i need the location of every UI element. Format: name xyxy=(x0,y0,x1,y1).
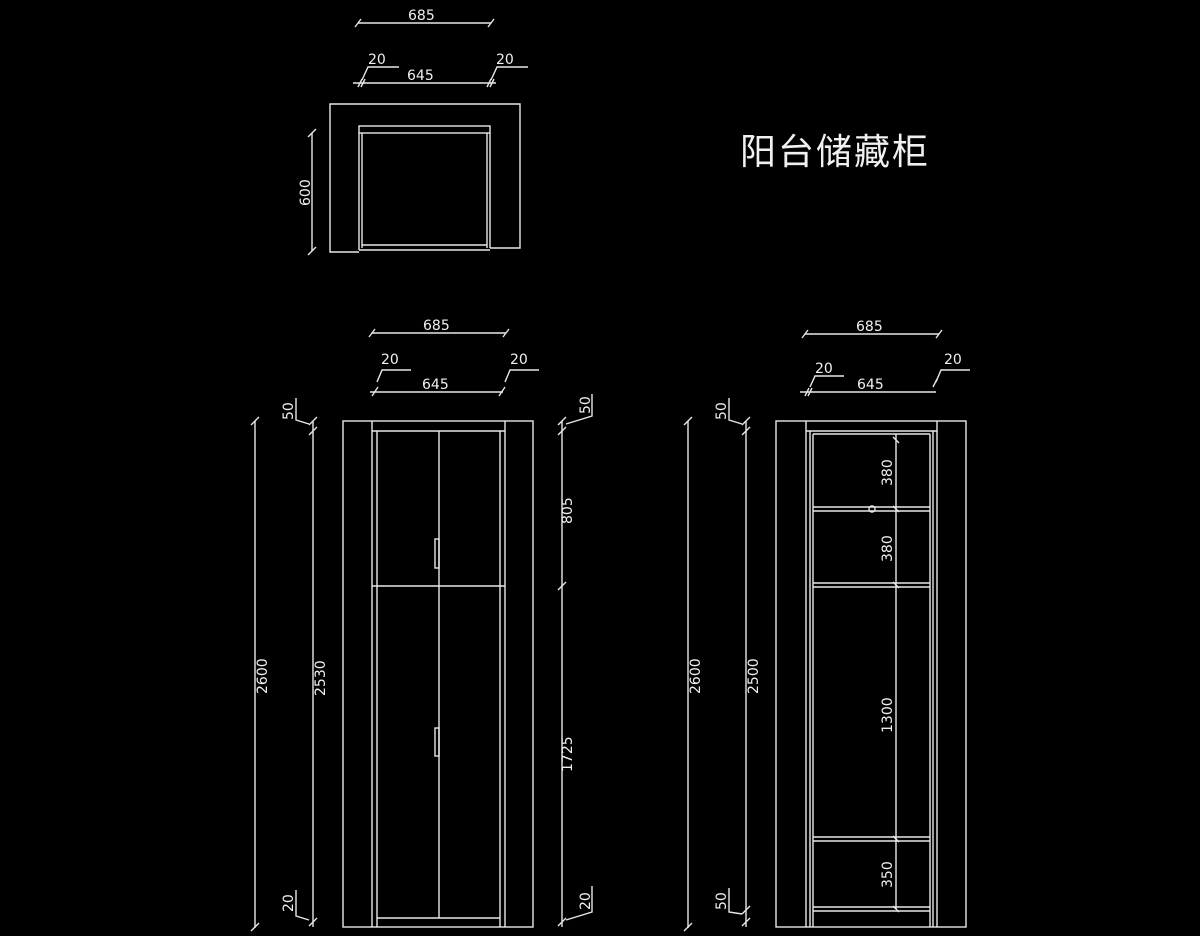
side-top: 50 xyxy=(714,402,730,420)
shelves xyxy=(813,506,930,912)
side-width-total: 685 xyxy=(856,319,883,335)
side-side-right: 20 xyxy=(944,352,962,368)
front-height-total: 2600 xyxy=(255,658,271,694)
shelf-height-3: 1300 xyxy=(880,697,896,733)
front-width-inner: 645 xyxy=(422,377,449,393)
shelf-height-4: 350 xyxy=(880,861,896,888)
plan-view: 685 645 20 20 600 xyxy=(298,8,528,256)
front-height-inner: 2530 xyxy=(313,660,329,696)
side-width-inner: 645 xyxy=(857,377,884,393)
front-top-left: 50 xyxy=(281,402,297,420)
plan-width-inner: 645 xyxy=(407,68,434,84)
side-height-inner: 2500 xyxy=(746,658,762,694)
door-handle-lower xyxy=(434,727,440,757)
front-side-right: 20 xyxy=(510,352,528,368)
drawing-title: 阳台储藏柜 xyxy=(740,132,930,173)
side-bottom: 50 xyxy=(714,892,730,910)
plan-depth: 600 xyxy=(298,179,314,206)
front-lower-height: 1725 xyxy=(560,736,576,772)
front-bottom-left: 20 xyxy=(281,894,297,912)
front-side-left: 20 xyxy=(381,352,399,368)
front-width-total: 685 xyxy=(423,318,450,334)
plan-side-left: 20 xyxy=(368,52,386,68)
front-upper-height: 805 xyxy=(560,497,576,524)
plan-width-total: 685 xyxy=(408,8,435,24)
side-side-left: 20 xyxy=(815,361,833,377)
interior-elevation: 380 380 1300 350 685 645 20 20 2600 2500… xyxy=(683,319,970,932)
shelf-height-1: 380 xyxy=(880,459,896,486)
door-handle-upper xyxy=(434,538,440,569)
front-top-right: 50 xyxy=(578,396,594,414)
side-height-total: 2600 xyxy=(688,658,704,694)
shelf-height-2: 380 xyxy=(880,535,896,562)
plan-side-right: 20 xyxy=(496,52,514,68)
rail-icon xyxy=(868,505,876,513)
front-elevation: 685 645 20 20 2600 2530 50 20 805 1725 5… xyxy=(250,318,594,932)
front-bottom-right: 20 xyxy=(578,892,594,910)
